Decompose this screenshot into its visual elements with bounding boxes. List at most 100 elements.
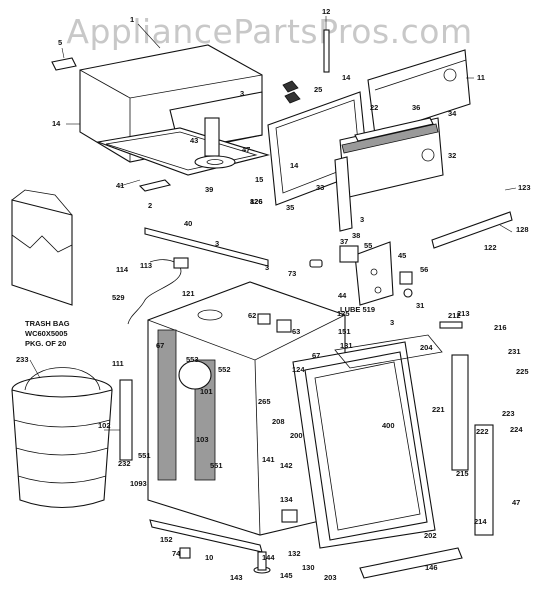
callout: 33 [316,183,324,192]
callout: 14 [342,73,351,82]
trash-bag-title: TRASH BAG [25,319,70,328]
callout: 3 [215,239,219,248]
callout: 142 [280,461,293,470]
callout: 203 [324,573,337,582]
callout: 114 [116,265,129,274]
callout: 126 [250,197,263,206]
callout: 3 [265,263,269,272]
callout: 152 [160,535,173,544]
leader-lines [29,16,517,431]
callout: 233 [16,355,29,364]
callout: 134 [280,495,293,504]
callout: 67 [312,351,320,360]
callout: 202 [424,531,437,540]
cabinet-bracket-62 [257,313,292,333]
panel-33 [334,156,353,232]
callout: 131 [340,341,353,350]
callout: 204 [420,343,433,352]
switch-55 [339,245,359,263]
callout: 143 [230,573,243,582]
callout: 553 [186,355,199,364]
callout: 12 [322,7,330,16]
callout: 146 [425,563,438,572]
callout: 212 [448,311,461,320]
callout: 35 [286,203,294,212]
callout: 14 [52,119,61,128]
callout: 232 [118,459,131,468]
callout: 73 [288,269,296,278]
callout: 265 [258,397,271,406]
callout: 132 [288,549,301,558]
callout: 37 [340,237,348,246]
callout: 231 [508,347,521,356]
callout: 113 [140,261,152,270]
callout: 111 [112,359,124,368]
callout: 224 [510,425,523,434]
callout: 62 [248,311,256,320]
callout: 14 [290,161,299,170]
cord-73 [309,259,323,268]
callout: 44 [338,291,347,300]
callout: 145 [280,571,293,580]
bracket-2 [138,179,172,192]
callout: 552 [218,365,231,374]
callout: 38 [352,231,360,240]
callout: 122 [484,243,497,252]
callout: 123 [518,183,531,192]
callout: 3 [240,89,244,98]
callout: 45 [398,251,406,260]
rail-34 [354,117,434,142]
callout: 39 [205,185,213,194]
trash-bag [11,189,73,306]
callout: 214 [474,517,487,526]
callout: 103 [196,435,209,444]
trash-bucket [11,367,113,509]
wire-harness [127,257,189,325]
clip-5 [51,57,77,71]
callout: 34 [448,109,457,118]
bar-40 [144,227,269,267]
callout: 128 [516,225,529,234]
callout: 215 [456,469,469,478]
callout: 11 [477,73,485,82]
switch-56 [399,271,413,298]
callout: 102 [98,421,111,430]
callout: 208 [272,417,285,426]
door-gasket [334,334,443,369]
callout: 74 [172,549,181,558]
callout: 130 [302,563,315,572]
pin-212 [439,321,463,329]
callout: 15 [255,175,263,184]
callout: 43 [190,136,198,145]
callout: 551 [210,461,223,470]
callout: 31 [416,301,424,310]
kickplate-146 [359,547,463,579]
callout: 55 [364,241,372,250]
callout: 144 [262,553,275,562]
switch-bracket [354,241,394,306]
callout: 223 [502,409,515,418]
callout: 222 [476,427,489,436]
callout: 221 [432,405,445,414]
hinge-215 [451,354,494,536]
door-frame [292,341,436,549]
callout: 3 [360,215,364,224]
callout: 47 [242,145,250,154]
callout: 41 [116,181,124,190]
side-bracket-102 [119,379,133,461]
callout: 63 [292,327,300,336]
callout: 32 [448,151,456,160]
callout: 36 [412,103,420,112]
callout: 216 [494,323,507,332]
callout: 101 [200,387,213,396]
callout: 5 [58,38,62,47]
callout: 124 [292,365,305,374]
block-74 [179,547,191,559]
callout: 225 [516,367,529,376]
callout: 67 [156,341,164,350]
callout: 826 [250,197,263,206]
lube-note: LUBE 519 [340,305,375,314]
motor-mount [194,117,236,169]
callout: 141 [262,455,275,464]
callout: 25 [314,85,322,94]
